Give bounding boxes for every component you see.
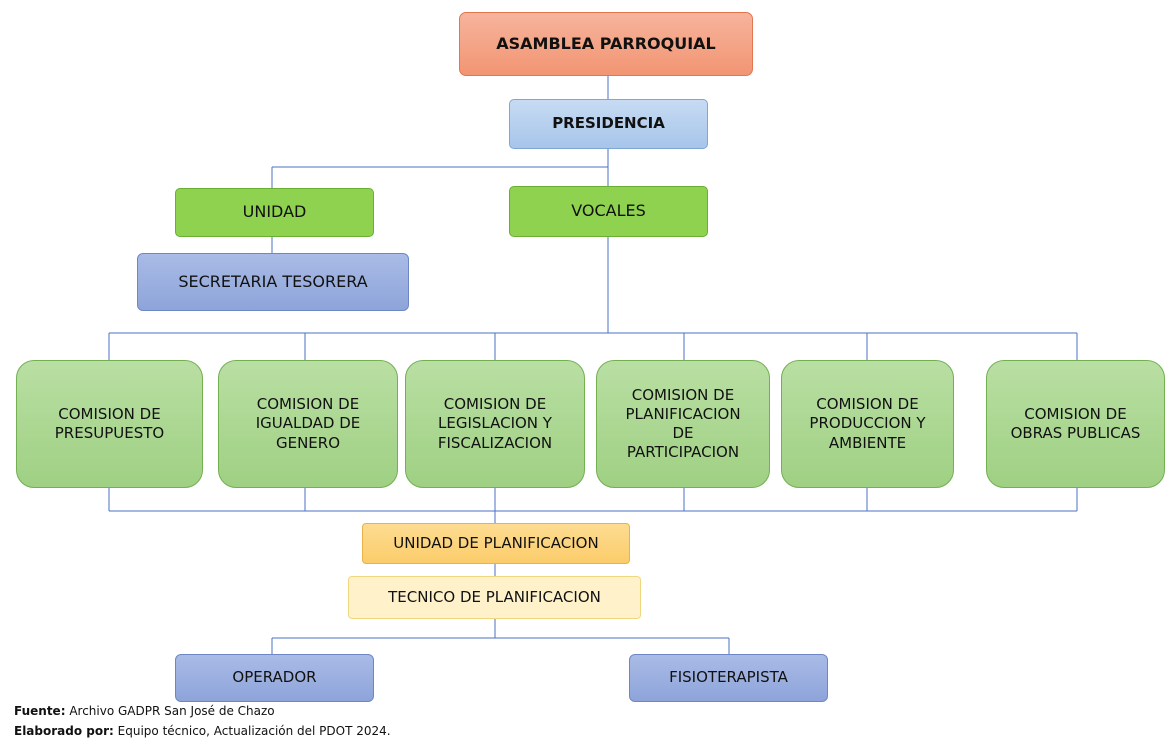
footer-source-label: Fuente: bbox=[14, 704, 66, 718]
comision-label: COMISION DE PRESUPUESTO bbox=[54, 404, 165, 442]
comision-label: COMISION DE IGUALDAD DE GENERO bbox=[255, 395, 361, 452]
footer-author: Elaborado por: Equipo técnico, Actualiza… bbox=[14, 724, 391, 738]
node-secretaria-label: SECRETARIA TESORERA bbox=[178, 271, 368, 291]
footer-source-value: Archivo GADPR San José de Chazo bbox=[69, 704, 275, 718]
node-presidencia: PRESIDENCIA bbox=[509, 99, 708, 149]
node-presidencia-label: PRESIDENCIA bbox=[552, 114, 665, 133]
footer-source: Fuente: Archivo GADPR San José de Chazo bbox=[14, 704, 275, 718]
node-unidad-label: UNIDAD bbox=[242, 202, 307, 222]
node-asamblea-parroquial: ASAMBLEA PARROQUIAL bbox=[459, 12, 753, 76]
node-unidad: UNIDAD bbox=[175, 188, 374, 237]
node-operador-label: OPERADOR bbox=[232, 668, 317, 687]
node-comision-igualdad-genero: COMISION DE IGUALDAD DE GENERO bbox=[218, 360, 398, 488]
node-unidad-planificacion-label: UNIDAD DE PLANIFICACION bbox=[393, 533, 599, 552]
node-tecnico-planificacion: TECNICO DE PLANIFICACION bbox=[348, 576, 641, 619]
node-fisioterapista: FISIOTERAPISTA bbox=[629, 654, 828, 702]
comision-label: COMISION DE OBRAS PUBLICAS bbox=[1010, 404, 1141, 442]
comision-label: COMISION DE PLANIFICACION DE PARTICIPACI… bbox=[625, 385, 741, 462]
node-secretaria-tesorera: SECRETARIA TESORERA bbox=[137, 253, 409, 311]
node-tecnico-planificacion-label: TECNICO DE PLANIFICACION bbox=[388, 587, 601, 606]
node-asamblea-label: ASAMBLEA PARROQUIAL bbox=[496, 33, 716, 53]
node-comision-planificacion-participacion: COMISION DE PLANIFICACION DE PARTICIPACI… bbox=[596, 360, 770, 488]
comision-label: COMISION DE LEGISLACION Y FISCALIZACION bbox=[437, 395, 553, 452]
node-comision-produccion-ambiente: COMISION DE PRODUCCION Y AMBIENTE bbox=[781, 360, 954, 488]
node-operador: OPERADOR bbox=[175, 654, 374, 702]
node-comision-obras-publicas: COMISION DE OBRAS PUBLICAS bbox=[986, 360, 1165, 488]
node-comision-legislacion-fiscalizacion: COMISION DE LEGISLACION Y FISCALIZACION bbox=[405, 360, 585, 488]
node-comision-presupuesto: COMISION DE PRESUPUESTO bbox=[16, 360, 203, 488]
node-vocales-label: VOCALES bbox=[571, 201, 646, 221]
node-vocales: VOCALES bbox=[509, 186, 708, 237]
node-unidad-planificacion: UNIDAD DE PLANIFICACION bbox=[362, 523, 630, 564]
node-fisioterapista-label: FISIOTERAPISTA bbox=[669, 668, 788, 687]
footer-author-label: Elaborado por: bbox=[14, 724, 114, 738]
comision-label: COMISION DE PRODUCCION Y AMBIENTE bbox=[809, 395, 926, 452]
footer-author-value: Equipo técnico, Actualización del PDOT 2… bbox=[117, 724, 391, 738]
